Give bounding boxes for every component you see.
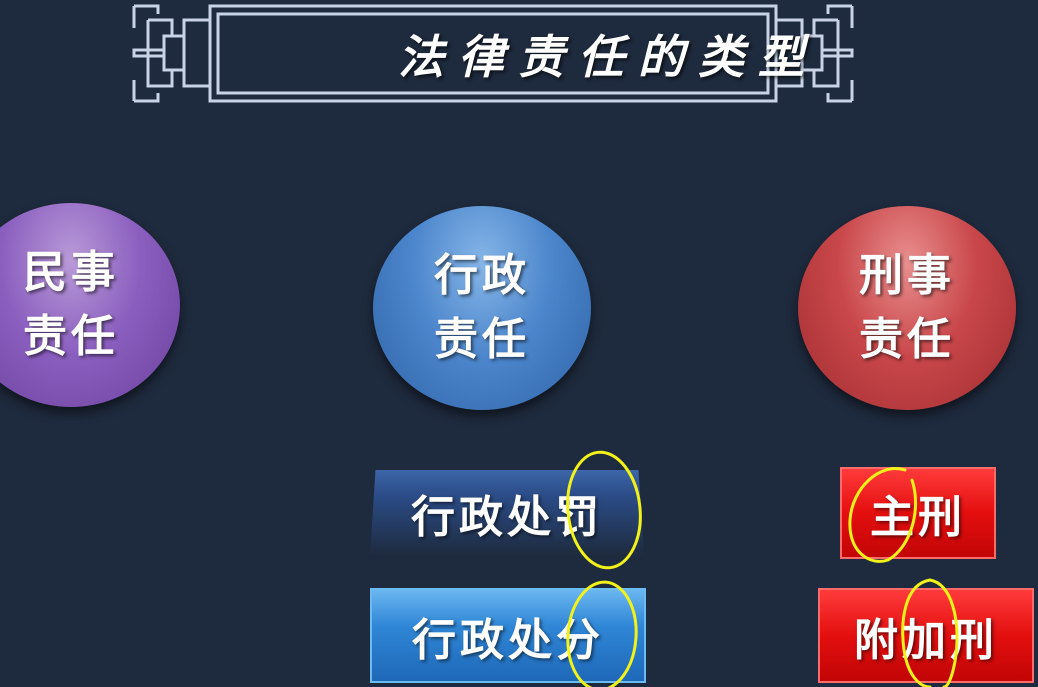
administrative-liability-line2: 责任 (434, 314, 530, 365)
criminal-liability-line1: 刑事 (859, 250, 955, 301)
criminal-liability-line2: 责任 (859, 314, 955, 365)
criminal-liability-circle: 刑事 责任 (798, 206, 1016, 410)
administrative-sanction-box: 行政处分 (370, 588, 646, 683)
administrative-liability-circle: 行政 责任 (373, 206, 591, 410)
civil-liability-line1: 民事 (23, 247, 119, 298)
supplementary-penalty-box: 附加刑 (818, 588, 1034, 683)
title-frame: 法律责任的类型 (128, 0, 858, 107)
civil-liability-line2: 责任 (23, 311, 119, 362)
page-title: 法律责任的类型 (398, 30, 818, 84)
principal-penalty-box: 主刑 (840, 467, 996, 559)
administrative-liability-line1: 行政 (434, 250, 530, 301)
ornamental-frame-icon (132, 4, 854, 103)
administrative-penalty-box: 行政处罚 (370, 470, 644, 556)
civil-liability-circle: 民事 责任 (0, 203, 180, 407)
